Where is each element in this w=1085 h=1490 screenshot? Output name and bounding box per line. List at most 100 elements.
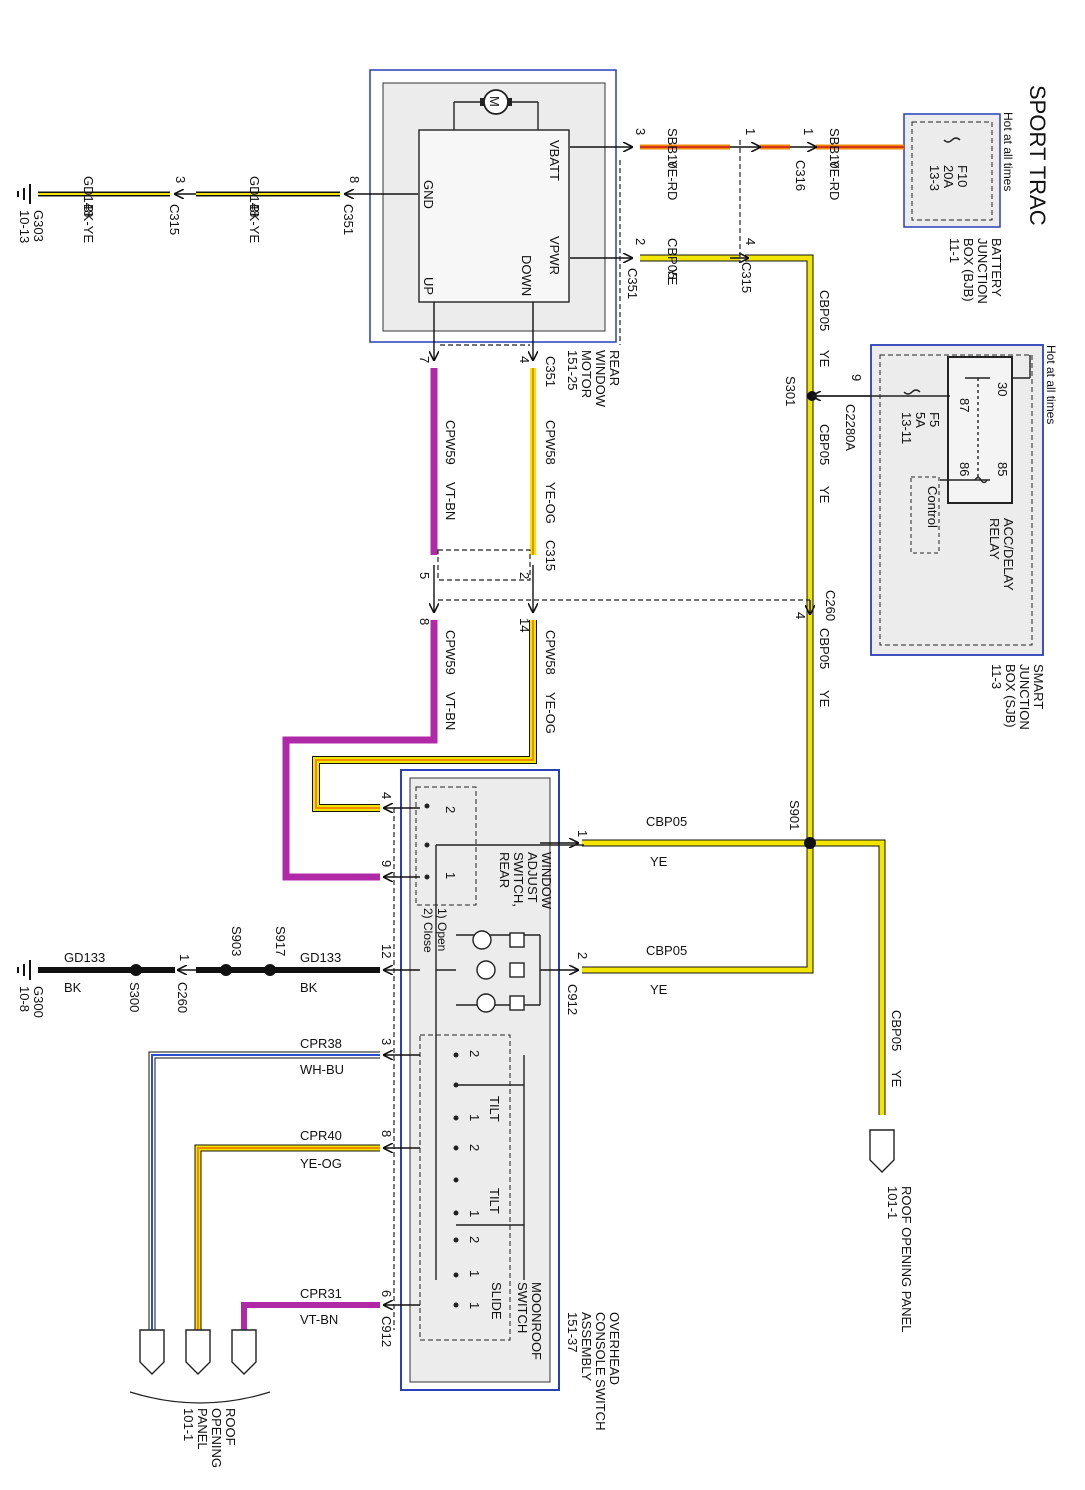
window-switch-name: WINDOW — [539, 852, 554, 910]
pin: 5 — [417, 572, 432, 579]
wire-label: GD133 — [300, 950, 341, 965]
sjb-name: SMART — [1031, 664, 1046, 709]
connector-label: C351 — [341, 204, 356, 235]
wire-label: CPW59 — [443, 630, 458, 675]
relay-30: 30 — [995, 382, 1010, 396]
splice-label: S917 — [273, 926, 288, 956]
contact-pin: 2 — [443, 806, 458, 813]
wire-label: CBP05 — [646, 814, 687, 829]
motor-name: MOTOR — [579, 350, 594, 398]
pin: 2 — [517, 572, 532, 579]
relay-85: 85 — [995, 462, 1010, 476]
wire-label: YE — [889, 1070, 904, 1088]
connector-label: C315 — [739, 262, 754, 293]
pin: 14 — [517, 618, 532, 632]
wire-label: GD133 — [64, 950, 105, 965]
connector-label: C912 — [565, 984, 580, 1015]
ground-ref: 10-13 — [17, 210, 32, 243]
ocs-name: 151-37 — [565, 1312, 580, 1352]
wire-label: BK-YE — [247, 204, 262, 243]
wire-label: YE — [650, 854, 668, 869]
pin: 4 — [517, 356, 532, 363]
ocs-name: CONSOLE SWITCH — [593, 1312, 608, 1430]
motor-gnd: GND — [421, 180, 436, 209]
pin: 8 — [347, 176, 362, 183]
hot-sjb: Hot at all times — [1044, 345, 1058, 424]
roof-opening-name: PANEL — [195, 1408, 210, 1450]
pin: 3 — [173, 176, 188, 183]
wire-cpw59 — [282, 302, 434, 881]
switch-pin-arrows — [384, 808, 420, 1305]
switch-internals — [435, 844, 584, 1280]
contact-pin: 1 — [443, 872, 458, 879]
roof-opening-label: ROOF OPENING PANEL — [899, 1186, 914, 1332]
title: SPORT TRAC — [1025, 85, 1050, 226]
wire-cbp05 — [540, 258, 886, 1115]
ground-ref: 10-8 — [17, 986, 32, 1012]
wire-label: GD148 — [247, 176, 262, 217]
connector-outlines — [393, 140, 810, 1330]
switch-contacts — [424, 803, 459, 1308]
bjb-fuse-icon — [943, 137, 961, 143]
wire-label: VT-BN — [443, 482, 458, 520]
wire-label: CBP05 — [817, 424, 832, 465]
hot-bjb: Hot at all times — [1001, 112, 1015, 191]
pin: 6 — [379, 1290, 394, 1297]
window-switch-name: SWITCH, — [511, 852, 526, 907]
ocs-name: ASSEMBLY — [579, 1312, 594, 1381]
connector-label: C260 — [175, 982, 190, 1013]
relay-box — [947, 356, 1013, 504]
roof-connector-1 — [869, 1129, 895, 1173]
wire-label: CPR40 — [300, 1128, 342, 1143]
wire-gd133 — [17, 960, 380, 980]
sjb-fuse-amp: 5A — [913, 412, 928, 428]
motor-vpwr: VPWR — [547, 236, 562, 275]
wire-cpw58 — [312, 302, 533, 812]
wire-label: YE-OG — [300, 1156, 342, 1171]
connector-label: C260 — [823, 590, 838, 621]
contact-pin: 2 — [467, 1050, 482, 1057]
open-label: 1) Open — [435, 908, 449, 951]
wire-cpr31 — [241, 1302, 380, 1330]
roof-connector-2b — [185, 1329, 211, 1375]
splice-label: S300 — [127, 982, 142, 1012]
wire-label: CBP05 — [817, 628, 832, 669]
roof-connector-2a — [139, 1329, 165, 1375]
wire-label: SBB10 — [827, 128, 842, 168]
connector-label: C351 — [543, 356, 558, 387]
wire-label: CBP05 — [889, 1010, 904, 1051]
pin: 3 — [379, 1038, 394, 1045]
roof-opening-name: OPENING — [209, 1408, 224, 1468]
pin: 4 — [379, 792, 394, 799]
wire-label: CPR38 — [300, 1036, 342, 1051]
contact-pin: 1 — [467, 1210, 482, 1217]
pin: 9 — [849, 374, 864, 381]
pin: 2 — [575, 952, 590, 959]
sjb-name: 11-3 — [989, 664, 1004, 689]
ground-label: G300 — [31, 986, 46, 1018]
pin: 8 — [417, 618, 432, 625]
wire-label: YE-OG — [543, 692, 558, 734]
moonroof-switch-box — [419, 1034, 511, 1341]
relay-name: ACC/DELAY — [1001, 518, 1016, 591]
motor-name: WINDOW — [593, 350, 608, 408]
tilt-label: TILT — [487, 1096, 502, 1122]
wire-label: YE-RD — [827, 160, 842, 200]
motor-m: M — [487, 96, 502, 107]
wire-label: BK — [300, 980, 318, 995]
wire-label: CPW59 — [443, 420, 458, 465]
moonroof-name: MOONROOF — [529, 1282, 544, 1360]
wire-label: CPW58 — [543, 630, 558, 675]
relay-name: RELAY — [987, 518, 1002, 560]
motor-name: 151-25 — [565, 350, 580, 390]
motor-down: DOWN — [519, 255, 534, 296]
sjb-fuse-icon — [903, 389, 921, 395]
connector-label: C315 — [167, 204, 182, 235]
ocs-name: OVERHEAD — [607, 1312, 622, 1385]
connector-label: C2280A — [843, 404, 858, 451]
relay-internals — [812, 355, 1031, 484]
pin: 4 — [743, 238, 758, 245]
wire-label: CBP05 — [817, 290, 832, 331]
wire-cpr40 — [194, 1144, 380, 1330]
sjb-fuse: F5 — [927, 412, 942, 427]
